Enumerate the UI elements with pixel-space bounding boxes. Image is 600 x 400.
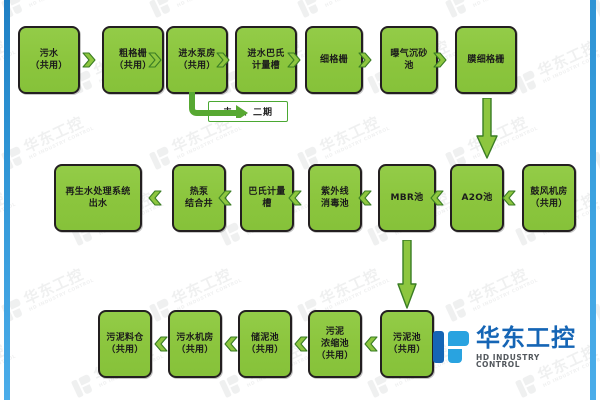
node-aerated-grit-chamber[interactable]: 曝气沉砂 池 (380, 26, 438, 94)
logo-text: 华东工控 HD INDUSTRY CONTROL (476, 326, 583, 369)
arrow-left-r3-3 (294, 332, 308, 356)
left-blue-bar (4, 0, 10, 400)
node-sewage-machine-room[interactable]: 污水机房 （共用） (168, 310, 222, 378)
arrow-left-r3-4 (364, 332, 378, 356)
node-label: 进水泵房 （共用） (178, 48, 216, 71)
right-blue-bar (590, 0, 596, 400)
node-label: 污水机房 （共用） (176, 332, 214, 355)
node-label: 污泥池 （共用） (388, 332, 426, 355)
logo-name-en: HD INDUSTRY CONTROL (476, 352, 540, 369)
node-reclaimed-water-system-effluent[interactable]: 再生水处理系统 出水 (54, 164, 142, 232)
node-label: 储泥池 （共用） (246, 332, 284, 355)
node-label: 鼓风机房 （共用） (530, 186, 568, 209)
arrow-left-r3-2 (224, 332, 238, 356)
arrow-right-r1-6 (433, 48, 447, 72)
logo-name-cn: 华东工控 (476, 323, 576, 352)
node-mbr-tank[interactable]: MBR池 (378, 164, 436, 232)
arrow-left-r2-6 (502, 186, 516, 210)
node-heat-pump-junction-well[interactable]: 热泵 结合井 (172, 164, 226, 232)
node-wastewater[interactable]: 污水 （共用） (18, 26, 80, 94)
node-membrane-fine-screen[interactable]: 膜细格栅 (455, 26, 517, 94)
node-coarse-screen[interactable]: 粗格栅 （共用） (102, 26, 164, 94)
company-logo-icon (433, 330, 469, 364)
node-label: 热泵 结合井 (185, 186, 213, 209)
branch-connector-to-note (188, 92, 250, 118)
node-label: 粗格栅 （共用） (114, 48, 152, 71)
arrow-right-r1-2 (148, 48, 162, 72)
node-label: 进水巴氏 计量槽 (247, 48, 285, 71)
arrow-left-r2-3 (288, 186, 302, 210)
node-label: 污水 （共用） (30, 48, 68, 71)
arrow-down-r2-to-r3 (396, 240, 418, 310)
arrow-left-r2-5 (430, 186, 444, 210)
node-blower-room[interactable]: 鼓风机房 （共用） (522, 164, 576, 232)
arrow-right-r1-5 (358, 48, 372, 72)
node-parshall-flume[interactable]: 巴氏计量 槽 (240, 164, 294, 232)
node-sludge-silo[interactable]: 污泥料仓 （共用） (98, 310, 152, 378)
node-label: 紫外线 消毒池 (321, 186, 349, 209)
node-label: A2O池 (461, 192, 493, 203)
arrow-left-r3-1 (154, 332, 168, 356)
brand-logo: 华东工控 HD INDUSTRY CONTROL (433, 324, 583, 370)
node-label: 污泥料仓 （共用） (106, 332, 144, 355)
arrow-right-r1-4 (287, 48, 301, 72)
arrow-down-r1-to-r2 (475, 98, 499, 160)
node-label: 曝气沉砂 池 (390, 48, 428, 71)
arrow-right-r1-3 (216, 48, 230, 72)
node-fine-screen[interactable]: 细格栅 (305, 26, 363, 94)
arrow-left-r2-2 (218, 186, 232, 210)
node-sludge-thickening-tank[interactable]: 污泥 浓缩池 （共用） (308, 310, 362, 378)
arrow-left-r2-1 (148, 186, 162, 210)
node-label: 膜细格栅 (467, 54, 505, 65)
node-label: 污泥 浓缩池 （共用） (316, 326, 354, 362)
node-influent-parshall-flume[interactable]: 进水巴氏 计量槽 (235, 26, 297, 94)
node-uv-disinfection-tank[interactable]: 紫外线 消毒池 (308, 164, 362, 232)
arrow-right-r1-1 (82, 48, 96, 72)
node-label: 细格栅 (320, 54, 348, 65)
node-sludge-storage-tank[interactable]: 储泥池 （共用） (238, 310, 292, 378)
node-label: 巴氏计量 槽 (248, 186, 286, 209)
node-sludge-tank[interactable]: 污泥池 （共用） (380, 310, 434, 378)
node-a2o-tank[interactable]: A2O池 (450, 164, 504, 232)
node-label: MBR池 (390, 192, 424, 203)
node-label: 再生水处理系统 出水 (65, 186, 131, 209)
arrow-left-r2-4 (358, 186, 372, 210)
